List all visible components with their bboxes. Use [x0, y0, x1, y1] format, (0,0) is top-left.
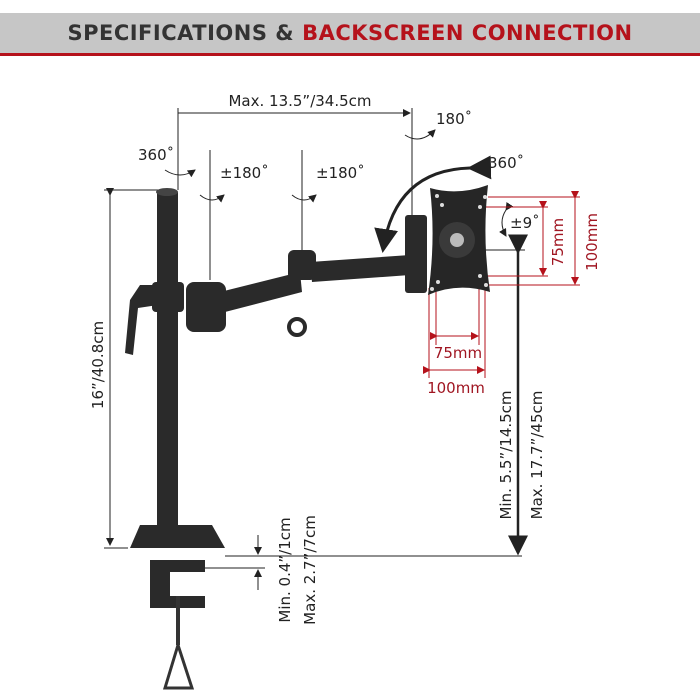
clamp [150, 560, 205, 608]
dimension-lines [104, 108, 528, 590]
tilt-label: ±9˚ [510, 214, 540, 232]
pole [157, 190, 178, 535]
vesa-100-vertical-label: 100mm [583, 213, 601, 271]
pole-rotate-360-label: 360˚ [138, 146, 174, 164]
header-title-dark: SPECIFICATIONS & [67, 21, 295, 45]
arm-joint-1 [186, 282, 226, 332]
vesa-100-horizontal-label: 100mm [427, 379, 485, 397]
height-min-label: Min. 5.5”/14.5cm [497, 390, 515, 519]
pole-height-label: 16”/40.8cm [89, 321, 107, 409]
monitor-arm [125, 185, 490, 690]
vesa-75-horizontal-label: 75mm [434, 344, 482, 362]
desk-thickness-min-label: Min. 0.4”/1cm [276, 517, 294, 622]
clamp-handle [162, 639, 195, 690]
arm-joint-2 [288, 250, 316, 280]
swivel-180-label-1: ±180˚ [220, 164, 269, 182]
arm-segment-2 [310, 255, 410, 282]
max-reach-label: Max. 13.5”/34.5cm [228, 92, 371, 110]
desk-thickness-max-label: Max. 2.7”/7cm [301, 515, 319, 625]
clamp-base [130, 525, 225, 548]
height-max-label: Max. 17.7”/45cm [528, 391, 546, 520]
lock-lever [125, 285, 158, 355]
rotate-180-label: 180˚ [436, 110, 472, 128]
header-title-red: BACKSCREEN CONNECTION [302, 21, 633, 45]
arm-segment-1 [220, 272, 302, 312]
plate-rotate-360-label: 360˚ [488, 154, 524, 172]
header-banner: SPECIFICATIONS & BACKSCREEN CONNECTION [0, 13, 700, 56]
vesa-75-vertical-label: 75mm [549, 218, 567, 266]
vesa-dimension-lines [423, 191, 580, 378]
tilt-head [405, 215, 427, 293]
swivel-180-label-2: ±180˚ [316, 164, 365, 182]
